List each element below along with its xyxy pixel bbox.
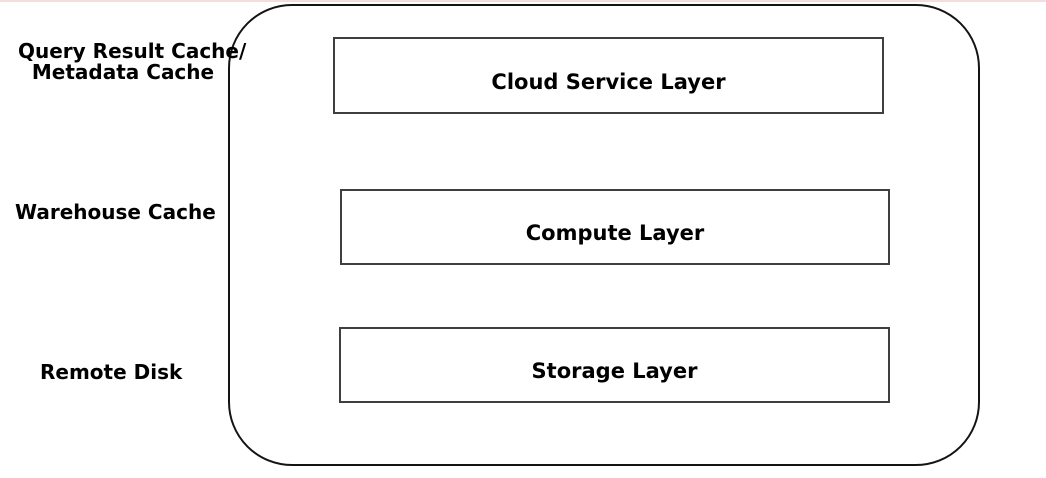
layer-box-storage: Storage Layer	[339, 327, 890, 403]
layer-label-storage: Storage Layer	[531, 359, 698, 383]
side-label-query-result-metadata-cache: Query Result Cache/ Metadata Cache	[18, 39, 247, 84]
side-label-line: Warehouse Cache	[15, 200, 216, 224]
layer-box-cloud-service: Cloud Service Layer	[333, 37, 884, 114]
layer-label-cloud-service: Cloud Service Layer	[491, 69, 726, 94]
layer-box-compute: Compute Layer	[340, 189, 890, 265]
side-label-line: Query Result Cache/	[18, 39, 247, 63]
side-label-line: Metadata Cache	[31, 60, 215, 84]
layer-label-compute: Compute Layer	[525, 221, 705, 245]
side-label-warehouse-cache: Warehouse Cache	[15, 202, 216, 223]
top-edge-line	[0, 0, 1046, 2]
side-label-remote-disk: Remote Disk	[40, 362, 182, 383]
side-label-line: Remote Disk	[40, 360, 183, 384]
